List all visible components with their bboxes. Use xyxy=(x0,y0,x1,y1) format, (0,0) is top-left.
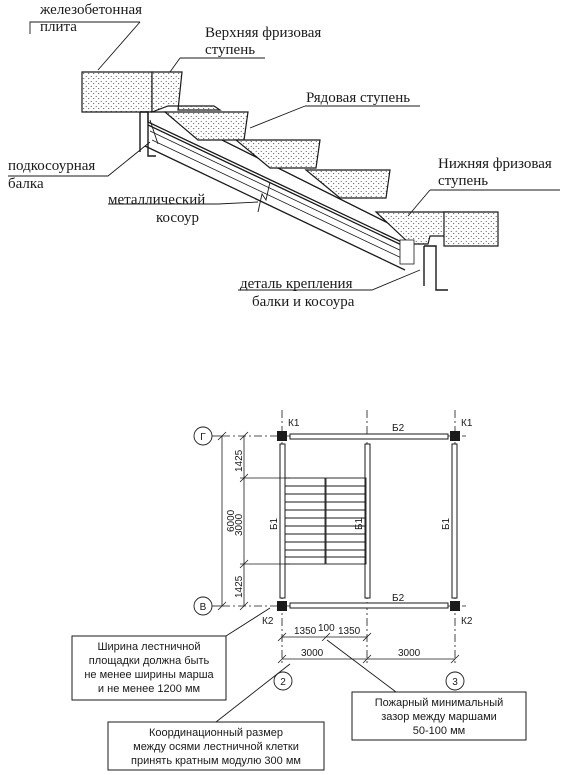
flight-left xyxy=(284,477,326,565)
svg-text:В: В xyxy=(200,602,207,613)
beam-b2-top xyxy=(289,433,449,440)
beam-b1-left xyxy=(279,443,286,599)
support-beam-top xyxy=(139,111,156,157)
axis-bubble-3: 3 xyxy=(445,671,465,691)
beam-label-1: подкосоурная xyxy=(8,158,95,174)
top-step-label-2: ступень xyxy=(205,42,255,58)
dim-3000-mid: 3000 xyxy=(234,513,245,536)
dim-1425-top: 1425 xyxy=(234,449,245,472)
dim-100: 100 xyxy=(318,623,335,634)
beam-label-2: балка xyxy=(8,176,44,192)
label-b1-left: Б1 xyxy=(269,517,280,530)
detail-label-2: балки и косоура xyxy=(252,294,355,310)
beam-b2-bottom xyxy=(289,602,449,609)
svg-text:Пожарный минимальный: Пожарный минимальный xyxy=(375,697,504,709)
steps xyxy=(151,71,451,245)
columns xyxy=(277,431,460,611)
slab-label-1: железобетонная xyxy=(39,2,142,18)
step-2 xyxy=(234,139,321,169)
svg-text:Г: Г xyxy=(200,432,206,443)
label-k2-left: К2 xyxy=(262,616,274,627)
stringer-label-2: косоур xyxy=(156,210,199,226)
axis-bubble-2: 2 xyxy=(273,671,293,691)
left-dimensions xyxy=(217,431,290,611)
dim-6000: 6000 xyxy=(226,509,237,532)
svg-text:зазор между маршами: зазор между маршами xyxy=(381,711,497,723)
label-k1-right: К1 xyxy=(461,418,473,429)
label-k1-left: К1 xyxy=(288,418,300,429)
stair-section: железобетонная плита Верхняя фризовая ст… xyxy=(8,2,560,310)
dim-3000-axis-left: 3000 xyxy=(301,648,324,659)
note-coordination: Координационный размер между осями лестн… xyxy=(107,721,325,771)
metal-stringer xyxy=(144,111,420,271)
dim-3000-axis-right: 3000 xyxy=(398,648,421,659)
svg-text:50-100 мм: 50-100 мм xyxy=(413,725,465,737)
column-k1-right xyxy=(450,431,460,441)
column-k2-right xyxy=(450,601,460,611)
bottom-dimensions xyxy=(277,632,460,664)
svg-text:и не менее 1200 мм: и не менее 1200 мм xyxy=(98,683,200,695)
label-b1-mid: Б1 xyxy=(354,517,365,530)
leader-lines xyxy=(8,21,560,291)
slab-label-2: плита xyxy=(40,19,77,35)
note-fire-gap: Пожарный минимальный зазор между маршами… xyxy=(351,691,527,741)
svg-text:площадки должна быть: площадки должна быть xyxy=(89,655,210,667)
beam-b1-right xyxy=(451,443,458,599)
note-leaders xyxy=(215,607,397,723)
top-frieze-step xyxy=(151,71,222,113)
top-step-label-1: Верхняя фризовая xyxy=(205,25,321,41)
dim-1425-bottom: 1425 xyxy=(234,575,245,598)
label-b2-bottom: Б2 xyxy=(392,593,405,604)
bottom-step-label-1: Нижняя фризовая xyxy=(438,156,552,172)
bottom-slab xyxy=(443,211,499,247)
label-b2-top: Б2 xyxy=(392,423,405,434)
stair-plan: 6000 1425 3000 1425 1350 100 1350 3000 3… xyxy=(71,410,527,771)
svg-text:Координационный размер: Координационный размер xyxy=(149,727,283,739)
svg-text:не менее ширины марша: не менее ширины марша xyxy=(84,669,214,681)
bottom-step-label-2: ступень xyxy=(438,173,488,189)
column-k2-left xyxy=(277,601,287,611)
ordinary-step-label: Рядовая ступень xyxy=(306,90,410,106)
dim-1350-left: 1350 xyxy=(294,626,317,637)
stringer-label-1: металлический xyxy=(108,192,205,208)
svg-text:между осями лестничной клетки: между осями лестничной клетки xyxy=(133,741,299,753)
axis-bubble-g: Г xyxy=(193,426,213,446)
detail-label-1: деталь крепления xyxy=(240,276,353,292)
note-landing-width: Ширина лестничной площадки должна быть н… xyxy=(71,635,227,701)
column-k1-left xyxy=(277,431,287,441)
svg-text:Ширина лестничной: Ширина лестничной xyxy=(97,641,200,653)
svg-text:3: 3 xyxy=(452,677,458,688)
axis-bubble-v: В xyxy=(193,596,213,616)
label-k2-right: К2 xyxy=(461,616,473,627)
support-beam-bottom xyxy=(399,239,448,291)
beam-b1-mid xyxy=(364,443,371,599)
top-slab xyxy=(81,71,153,113)
label-b1-right: Б1 xyxy=(441,517,452,530)
svg-text:2: 2 xyxy=(280,677,286,688)
svg-text:принять кратным модулю 300 мм: принять кратным модулю 300 мм xyxy=(131,755,301,767)
dim-1350-right: 1350 xyxy=(338,626,361,637)
step-3 xyxy=(304,169,391,199)
flight-right xyxy=(325,477,367,565)
